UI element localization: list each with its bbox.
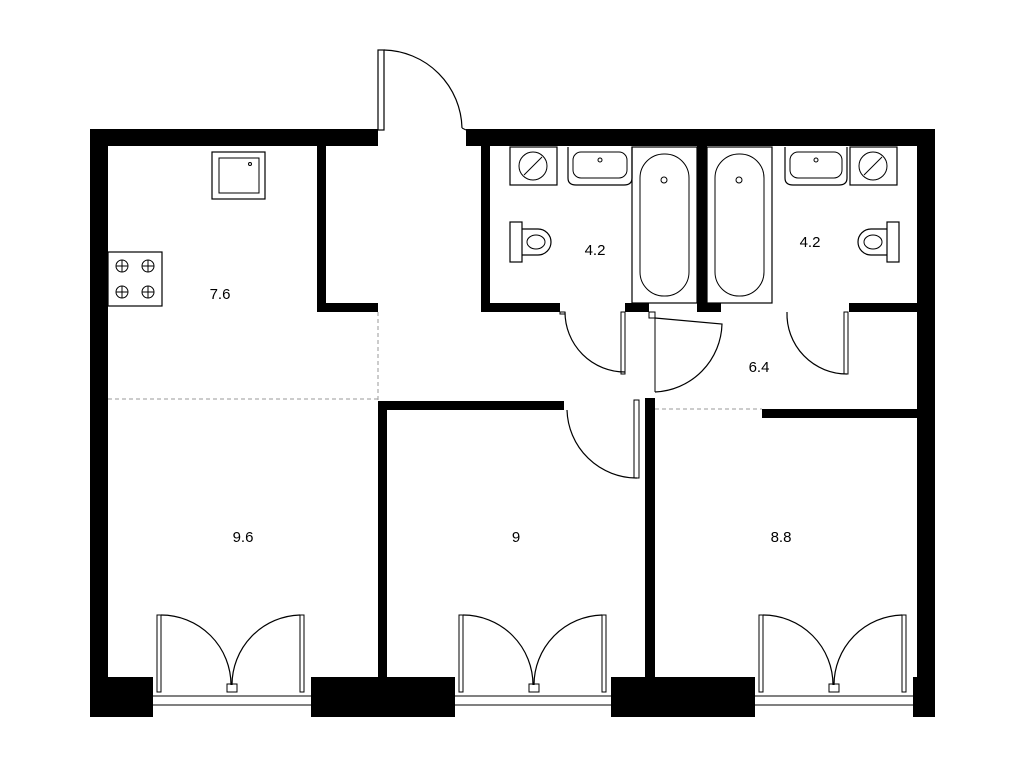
stove-icon bbox=[107, 251, 163, 307]
zone-dividers bbox=[108, 312, 762, 410]
toilet-icon bbox=[509, 221, 552, 263]
bathroom-left-area-label: 4.2 bbox=[585, 242, 606, 259]
interior-walls bbox=[317, 146, 917, 677]
door-icon bbox=[559, 311, 626, 375]
washbasin-icon bbox=[567, 147, 633, 186]
washing-machine-icon bbox=[509, 146, 558, 186]
bathtub-icon bbox=[706, 146, 773, 304]
washing-machine-icon bbox=[849, 146, 898, 186]
balcony-door-icon bbox=[458, 614, 607, 693]
kitchen-area-label: 7.6 bbox=[210, 286, 231, 303]
washbasin-icon bbox=[784, 147, 848, 186]
door-icon bbox=[786, 311, 849, 375]
door-icon bbox=[566, 399, 640, 479]
entrance-door-icon bbox=[377, 49, 467, 131]
hallway-area-label: 6.4 bbox=[749, 359, 770, 376]
bathtub-icon bbox=[631, 146, 698, 304]
living-room-area-label: 9.6 bbox=[233, 529, 254, 546]
bathroom-right-area-label: 4.2 bbox=[800, 234, 821, 251]
door-icon bbox=[648, 311, 723, 393]
toilet-icon bbox=[857, 221, 900, 263]
bedroom-middle-area-label: 9 bbox=[512, 529, 520, 546]
exterior-walls bbox=[90, 129, 935, 717]
balcony-door-icon bbox=[758, 614, 907, 693]
window-sills bbox=[153, 695, 913, 706]
bedroom-right-area-label: 8.8 bbox=[771, 529, 792, 546]
sink-icon bbox=[211, 151, 266, 200]
balcony-door-icon bbox=[156, 614, 305, 693]
